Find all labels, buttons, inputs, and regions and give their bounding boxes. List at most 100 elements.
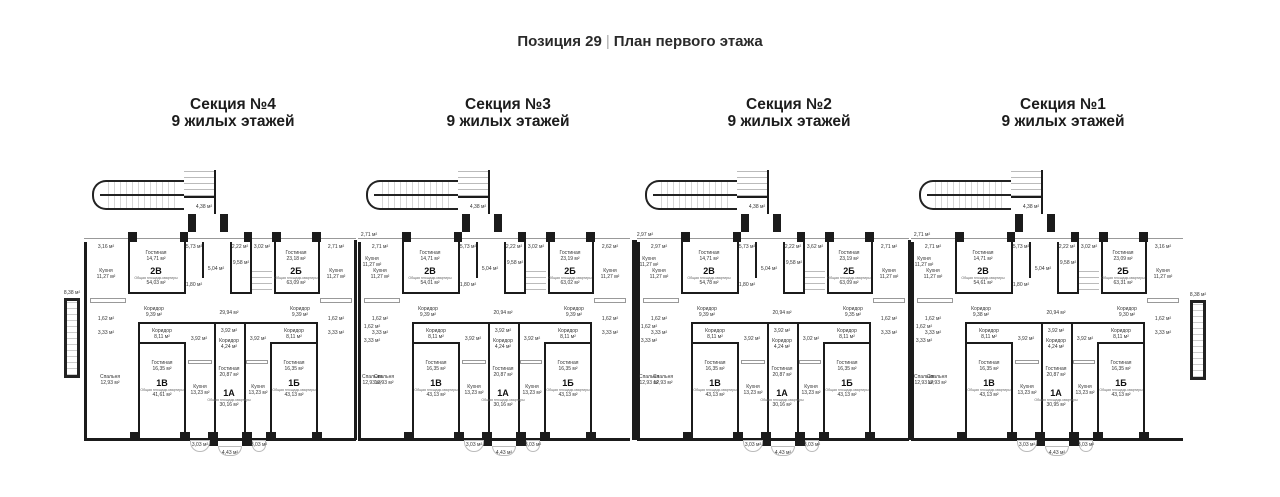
wall [404, 292, 458, 294]
wall [140, 342, 184, 344]
pillar [797, 232, 805, 242]
wall [230, 292, 250, 294]
wall [504, 292, 524, 294]
bath-area: 1,62 м² [1154, 316, 1172, 322]
bath-area: 1,62 м² [650, 316, 668, 322]
pillar [773, 214, 781, 232]
wall [184, 196, 216, 198]
wall [488, 170, 490, 214]
wall [1057, 292, 1077, 294]
section-divider [632, 240, 637, 440]
wall-top [911, 238, 1183, 239]
balcony-area: 2,71 м² [913, 232, 931, 238]
wall [1103, 292, 1145, 294]
pillar [180, 232, 188, 242]
pillar [683, 432, 693, 440]
section-floor-plan: 2,97 м² 4,38 м² 5,73 м² 2,22 м² 3,62 м² … [637, 170, 909, 460]
pillar [266, 432, 276, 440]
section-floors: 9 жилых этажей [446, 113, 570, 130]
section-floors: 9 жилых этажей [1001, 113, 1125, 130]
end-stair-left [64, 298, 80, 378]
hall-area: 20,94 м² [772, 310, 792, 316]
wall [590, 322, 592, 438]
title-separator: | [605, 33, 610, 50]
pillar [402, 232, 411, 242]
pillar [130, 432, 140, 440]
wall [767, 170, 769, 214]
stair-landing-area: 9,58 м² [506, 260, 524, 266]
wc-area: 1,80 м² [185, 282, 203, 288]
stairwell-steps [526, 270, 546, 290]
pillar [681, 232, 690, 242]
wall [504, 242, 506, 294]
bath-area: 3,33 м² [1154, 330, 1172, 336]
wall [797, 324, 799, 438]
pillar [1099, 232, 1108, 242]
wall [783, 242, 785, 294]
wc-area: 3,92 м² [743, 336, 761, 342]
wall [691, 322, 693, 438]
wall-left [84, 242, 87, 440]
wall [783, 292, 803, 294]
pillar [1071, 232, 1079, 242]
wall [767, 324, 769, 438]
wall [244, 324, 246, 438]
ramp-rail [653, 194, 737, 196]
pillar [733, 232, 741, 242]
wall [967, 342, 1011, 344]
wc-area: 3,92 м² [1076, 336, 1094, 342]
hall-area: 29,94 м² [219, 310, 239, 316]
wall [458, 342, 460, 438]
hall-area: 3,02 м² [253, 244, 271, 250]
pillar [404, 432, 414, 440]
balcony-area: 2,97 м² [636, 232, 654, 238]
wall [1041, 324, 1043, 438]
loggia-area: 3,03 м² [465, 442, 483, 448]
bath-area: 3,33 м² [97, 330, 115, 336]
section-header: Секция №1 9 жилых этажей [963, 96, 1163, 130]
wall [414, 342, 458, 344]
pillar [312, 232, 321, 242]
wc-fixture [1015, 360, 1039, 364]
hall-area: 3,02 м² [527, 244, 545, 250]
hall-area: 20,94 м² [1046, 310, 1066, 316]
position-label: Позиция 29 [517, 33, 602, 50]
wall [737, 342, 739, 438]
bath-area: 1,62 м² [640, 324, 658, 330]
wall [184, 342, 186, 438]
wall [737, 242, 739, 294]
hall-area: 5,73 м² [185, 244, 203, 250]
wc-fixture [1073, 360, 1095, 364]
wc-area: 1,80 м² [738, 282, 756, 288]
wc-area: 3,92 м² [464, 336, 482, 342]
wall [548, 242, 550, 294]
hall-area: 5,73 м² [738, 244, 756, 250]
pillar [1139, 232, 1148, 242]
hall-area: 5,73 м² [459, 244, 477, 250]
wc-area: 1,80 м² [459, 282, 477, 288]
bath-area: 3,33 м² [601, 330, 619, 336]
wall [138, 322, 140, 438]
stair-landing-area: 9,58 м² [1059, 260, 1077, 266]
